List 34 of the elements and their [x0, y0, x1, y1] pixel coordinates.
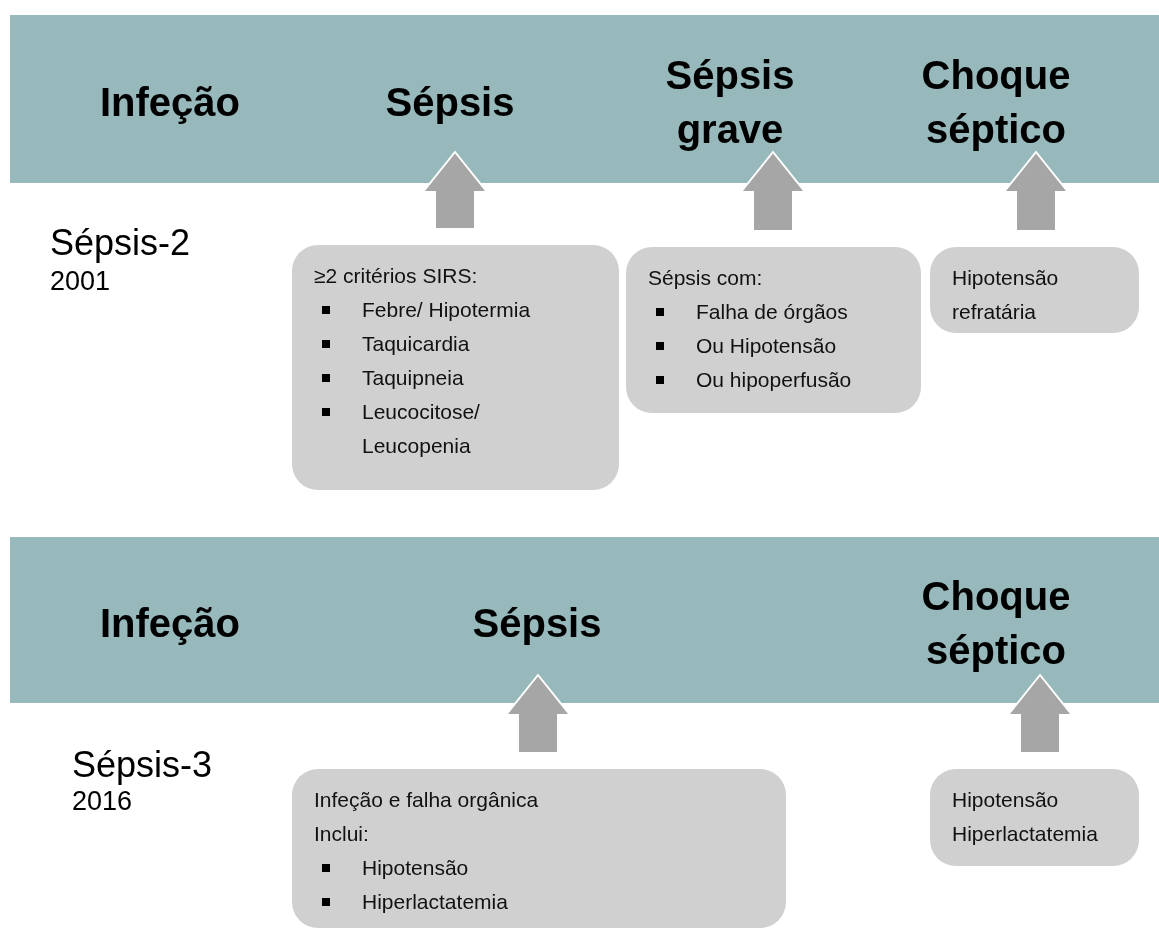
list-item: Taquicardia: [362, 331, 470, 357]
card-heading: Sépsis com:: [648, 265, 763, 291]
year-label: 2016: [72, 786, 133, 817]
stage-heading: Choque séptico: [886, 48, 1106, 152]
list-item: Leucocitose/ Leucopenia: [362, 399, 481, 459]
stage-heading: Sépsis: [350, 75, 550, 152]
list-item: Falha de órgãos: [696, 299, 848, 325]
list-item: Hipotensão: [362, 855, 469, 881]
criteria-card: [292, 769, 786, 928]
list-item: Hiperlactatemia: [362, 889, 508, 915]
year-label: 2001: [50, 266, 111, 297]
stage-heading: Sépsis grave: [630, 48, 830, 152]
header-band: [10, 537, 1159, 703]
card-heading: Hipotensão refratária: [952, 265, 1060, 325]
list-item: Ou hipoperfusão: [696, 367, 852, 393]
list-item: Taquipneia: [362, 365, 464, 391]
criteria-card: [930, 247, 1139, 333]
card-heading: Infeção e falha orgânica: [314, 787, 539, 813]
card-heading: Inclui:: [314, 821, 369, 847]
list-item: Febre/ Hipotermia: [362, 297, 531, 323]
header-band: [10, 15, 1159, 183]
card-heading: ≥2 critérios SIRS:: [314, 263, 478, 289]
stage-heading: Infeção: [60, 75, 280, 135]
criteria-card: [930, 769, 1139, 866]
definition-label: Sépsis-2: [50, 222, 191, 264]
criteria-card: [626, 247, 921, 413]
criteria-card: [292, 245, 619, 490]
stage-heading: Sépsis: [437, 596, 637, 675]
stage-heading: Infeção: [60, 596, 280, 656]
definition-label: Sépsis-3: [72, 744, 213, 786]
card-heading: Hipotensão: [952, 787, 1059, 813]
card-heading: Hiperlactatemia: [952, 821, 1098, 847]
list-item: Ou Hipotensão: [696, 333, 837, 359]
stage-heading: Choque séptico: [886, 569, 1106, 675]
